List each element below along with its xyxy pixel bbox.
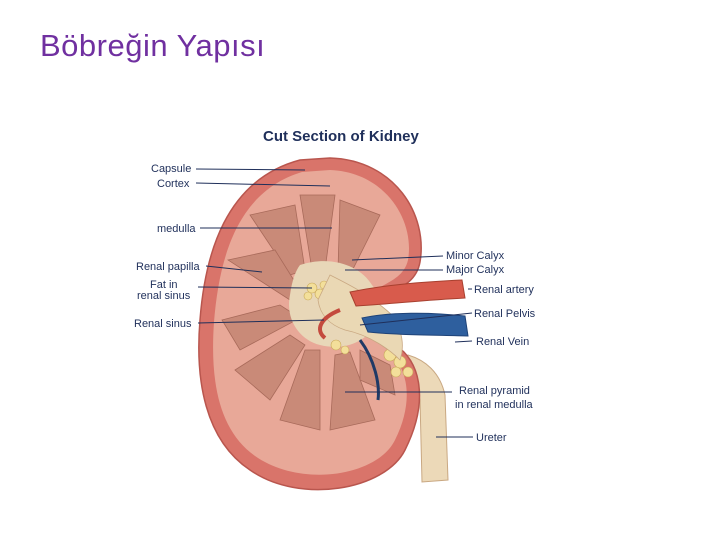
diagram-title: Cut Section of Kidney	[263, 128, 419, 145]
slide-title: Böbreğin Yapısı	[40, 28, 266, 63]
label-major-calyx: Major Calyx	[446, 264, 505, 276]
label-pyramid-line1: Renal pyramid	[459, 385, 530, 397]
label-pyramid-line2: in renal medulla	[455, 399, 534, 411]
label-renal-papilla: Renal papilla	[136, 261, 200, 273]
label-renal-artery: Renal artery	[474, 284, 534, 296]
renal-artery	[349, 279, 466, 307]
label-ureter: Ureter	[476, 432, 507, 444]
renal-vein	[361, 312, 469, 337]
label-fat-line1: Fat in	[150, 279, 178, 291]
label-cortex: Cortex	[157, 178, 190, 190]
label-medulla: medulla	[157, 223, 196, 235]
label-renal-vein: Renal Vein	[476, 336, 529, 348]
label-renal-sinus: Renal sinus	[134, 318, 192, 330]
label-minor-calyx: Minor Calyx	[446, 250, 505, 262]
label-renal-pelvis: Renal Pelvis	[474, 308, 536, 320]
label-fat-line2: renal sinus	[137, 290, 191, 302]
label-capsule: Capsule	[151, 163, 191, 175]
